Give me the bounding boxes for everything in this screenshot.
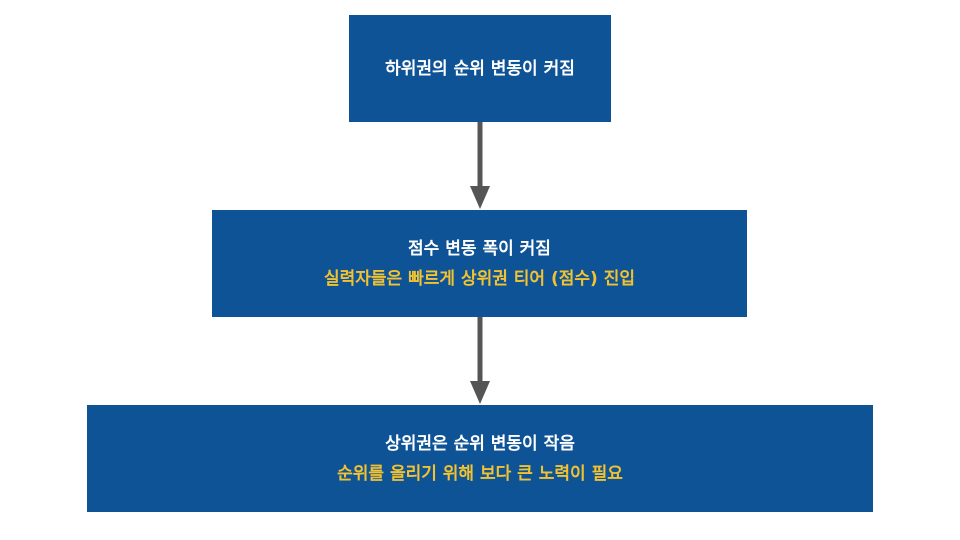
flow-box-score-change: 점수 변동 폭이 커짐 실력자들은 빠르게 상위권 티어 (점수) 진입: [212, 210, 747, 317]
box-2-secondary-text: 실력자들은 빠르게 상위권 티어 (점수) 진입: [323, 268, 635, 289]
down-arrow-1: [470, 122, 490, 209]
down-arrow-2: [470, 317, 490, 404]
box-3-primary-text: 상위권은 순위 변동이 작음: [385, 433, 575, 454]
flow-box-lower-rank: 하위권의 순위 변동이 커짐: [349, 15, 611, 122]
box-1-primary-text: 하위권의 순위 변동이 커짐: [385, 58, 575, 79]
flow-box-upper-rank: 상위권은 순위 변동이 작음 순위를 올리기 위해 보다 큰 노력이 필요: [87, 405, 873, 512]
box-3-secondary-text: 순위를 올리기 위해 보다 큰 노력이 필요: [337, 463, 623, 484]
box-2-primary-text: 점수 변동 폭이 커짐: [408, 238, 551, 259]
